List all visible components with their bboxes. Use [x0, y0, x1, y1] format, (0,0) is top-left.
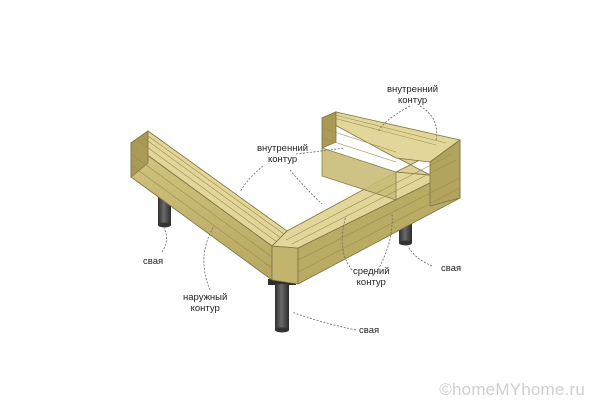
- timber-frame: [130, 111, 461, 285]
- label-pile-bottom: свая: [359, 325, 380, 336]
- back-arm-inner: [321, 147, 397, 201]
- pile-bottom: [268, 279, 296, 333]
- label-pile-right: свая: [441, 263, 462, 274]
- leader-inner-mid-b: [239, 165, 264, 193]
- leader-outer: [203, 225, 215, 291]
- label-middle-contour: средний контур: [353, 266, 390, 288]
- label-inner-contour-top: внутренний контур: [387, 84, 439, 106]
- leader-inner-mid: [295, 147, 345, 155]
- leader-inner-mid-c: [289, 169, 323, 205]
- leader-pile-bottom: [291, 311, 357, 331]
- leader-pile-right: [407, 245, 433, 267]
- leader-middle-b: [377, 213, 393, 271]
- leader-pile-left: [161, 227, 167, 253]
- label-pile-left: свая: [143, 256, 164, 267]
- leader-inner-top: [419, 105, 438, 141]
- left-arm-end: [130, 130, 149, 178]
- label-outer-contour: наружный контур: [183, 292, 228, 314]
- leader-lines: [161, 105, 438, 331]
- watermark: ©homeMYhome.ru: [439, 380, 585, 399]
- leader-inner-top-b: [377, 105, 411, 133]
- board-seams: [130, 113, 461, 273]
- corner-front: [271, 245, 299, 285]
- leader-middle: [341, 215, 353, 271]
- label-inner-contour-mid: внутренний контур: [257, 143, 309, 165]
